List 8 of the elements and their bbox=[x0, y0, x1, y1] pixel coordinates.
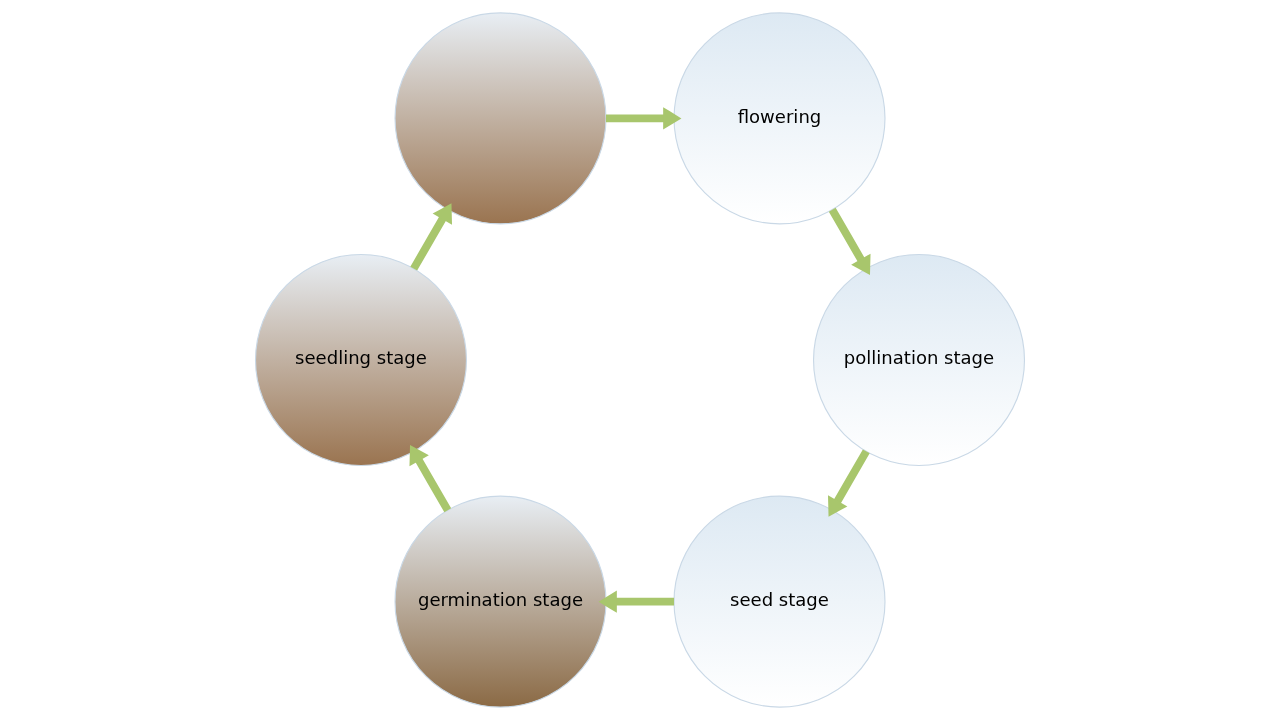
arrow bbox=[598, 590, 675, 613]
node-circle: flowering bbox=[673, 12, 886, 225]
arrow bbox=[828, 207, 871, 276]
arrow bbox=[409, 444, 452, 513]
arrow bbox=[410, 203, 452, 271]
node-circle: germination stage bbox=[394, 495, 607, 708]
arrow bbox=[606, 107, 682, 130]
arrow bbox=[828, 449, 870, 517]
